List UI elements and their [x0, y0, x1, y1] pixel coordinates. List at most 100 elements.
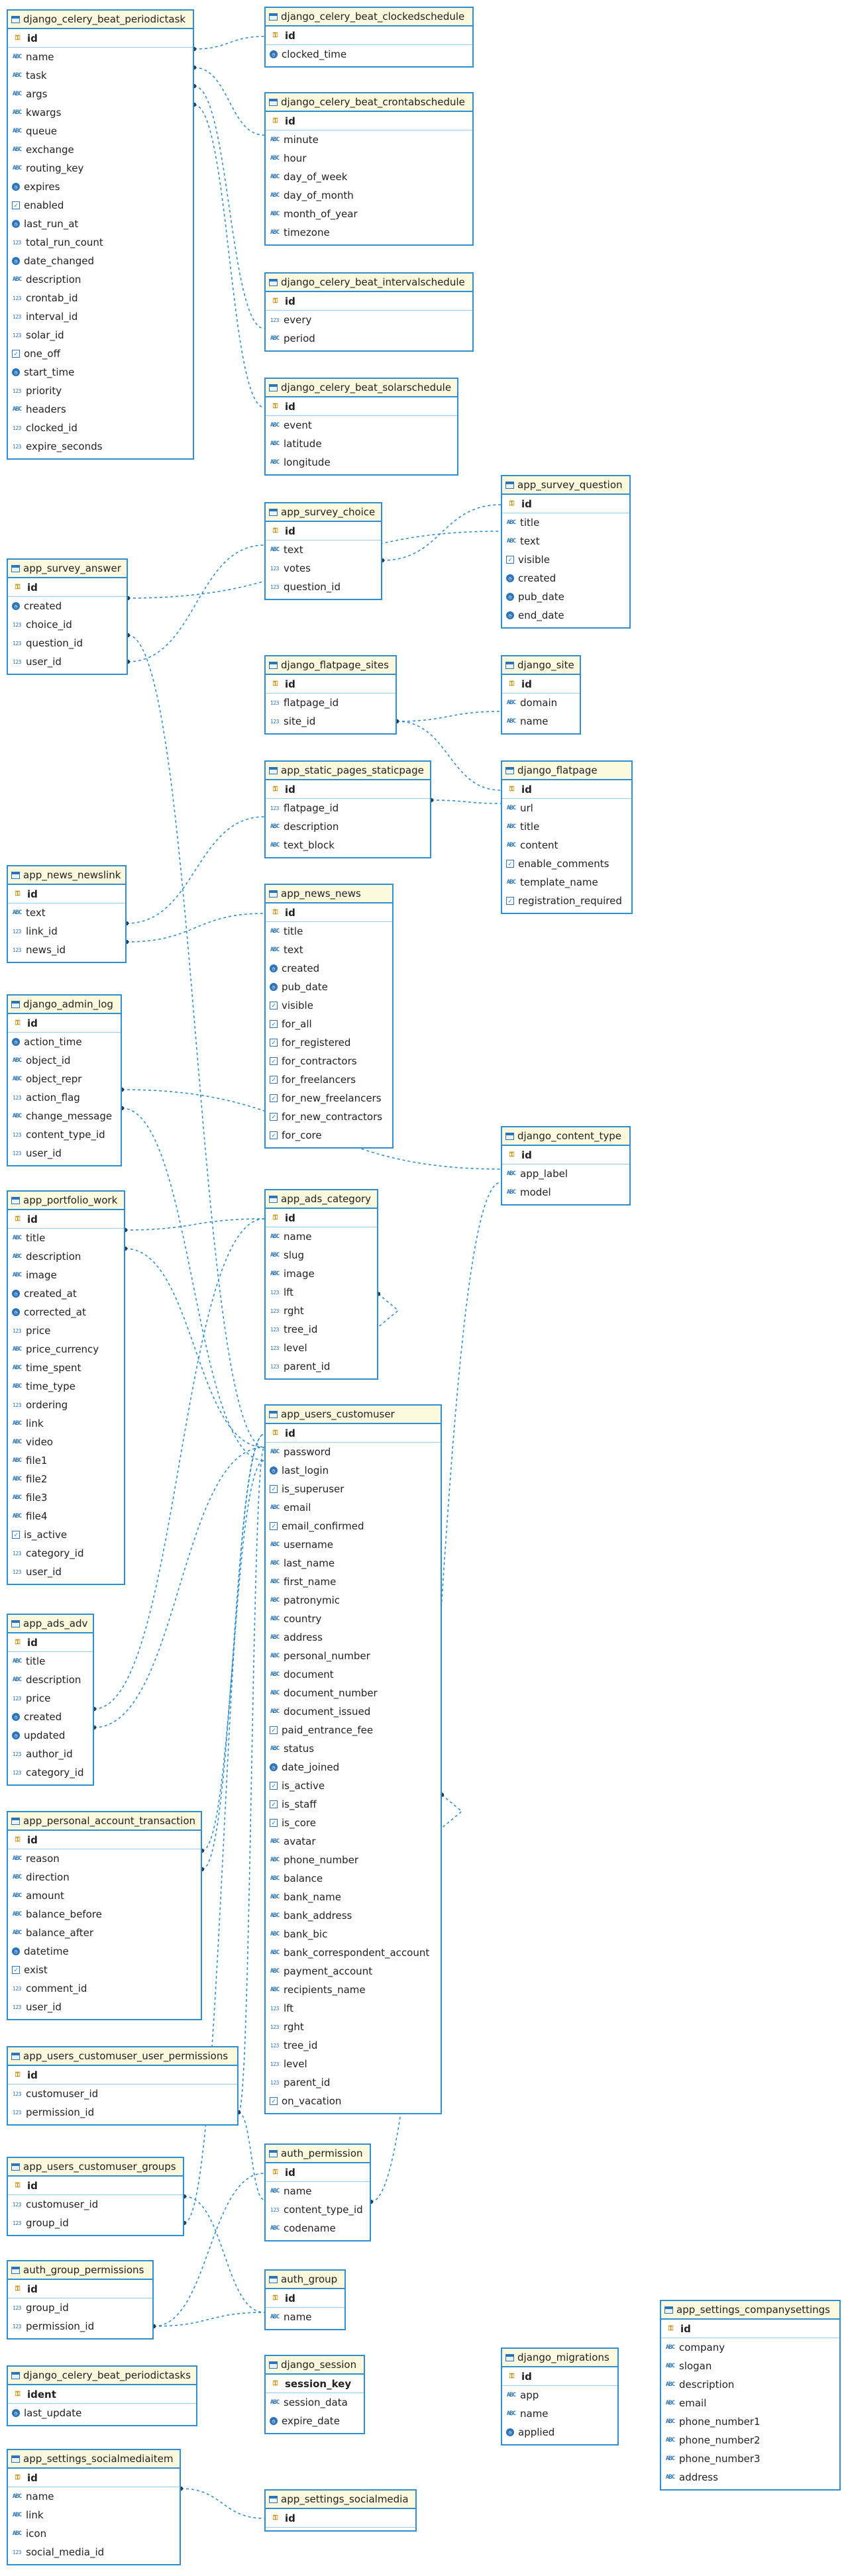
- column-row[interactable]: ◷created: [502, 569, 629, 588]
- column-row[interactable]: ✓for_freelancers: [266, 1070, 392, 1089]
- primary-key-row[interactable]: ⚿id: [502, 1146, 629, 1164]
- column-row[interactable]: ◷pub_date: [266, 978, 392, 996]
- column-row[interactable]: ◷date_changed: [8, 252, 193, 270]
- table-header[interactable]: app_survey_choice: [266, 503, 381, 522]
- column-row[interactable]: ◷corrected_at: [8, 1303, 124, 1321]
- column-row[interactable]: ✓enable_comments: [502, 854, 631, 873]
- relationship-line[interactable]: [180, 2488, 265, 2519]
- column-row[interactable]: ◷expires: [8, 178, 193, 196]
- column-row[interactable]: ✓visible: [266, 996, 392, 1015]
- table-header[interactable]: django_celery_beat_clockedschedule: [266, 8, 472, 26]
- primary-key-row[interactable]: ⚿id: [8, 885, 125, 903]
- relationship-line[interactable]: [238, 2112, 265, 2200]
- column-row[interactable]: ◷date_joined: [266, 1758, 441, 1777]
- table-header[interactable]: auth_permission: [266, 2145, 370, 2163]
- primary-key-row[interactable]: ⚿id: [502, 780, 631, 799]
- column-row[interactable]: ◷end_date: [502, 606, 629, 625]
- relationship-line[interactable]: [201, 1433, 265, 1870]
- column-row[interactable]: ◷pub_date: [502, 588, 629, 606]
- table-header[interactable]: django_content_type: [502, 1127, 629, 1146]
- column-row[interactable]: ✓for_all: [266, 1015, 392, 1033]
- table-header[interactable]: app_news_news: [266, 885, 392, 903]
- table-header[interactable]: auth_group_permissions: [8, 2261, 152, 2280]
- table-header[interactable]: django_session: [266, 2356, 364, 2375]
- table-header[interactable]: django_celery_beat_crontabschedule: [266, 93, 472, 112]
- column-row[interactable]: ◷created: [266, 959, 392, 978]
- relationship-line[interactable]: [127, 544, 265, 662]
- relationship-line[interactable]: [125, 1248, 265, 1448]
- primary-key-row[interactable]: ⚿id: [8, 578, 127, 597]
- table-header[interactable]: django_celery_beat_solarschedule: [266, 379, 457, 397]
- table-header[interactable]: app_survey_question: [502, 476, 629, 495]
- table-header[interactable]: app_ads_category: [266, 1190, 377, 1209]
- primary-key-row[interactable]: ⚿id: [502, 2367, 617, 2386]
- relationship-line[interactable]: [126, 913, 265, 943]
- primary-key-row[interactable]: ⚿id: [266, 397, 457, 416]
- column-row[interactable]: ✓visible: [502, 550, 629, 569]
- primary-key-row[interactable]: ⚿id: [8, 1831, 201, 1849]
- primary-key-row[interactable]: ⚿id: [8, 2280, 152, 2298]
- table-header[interactable]: django_flatpage_sites: [266, 656, 396, 675]
